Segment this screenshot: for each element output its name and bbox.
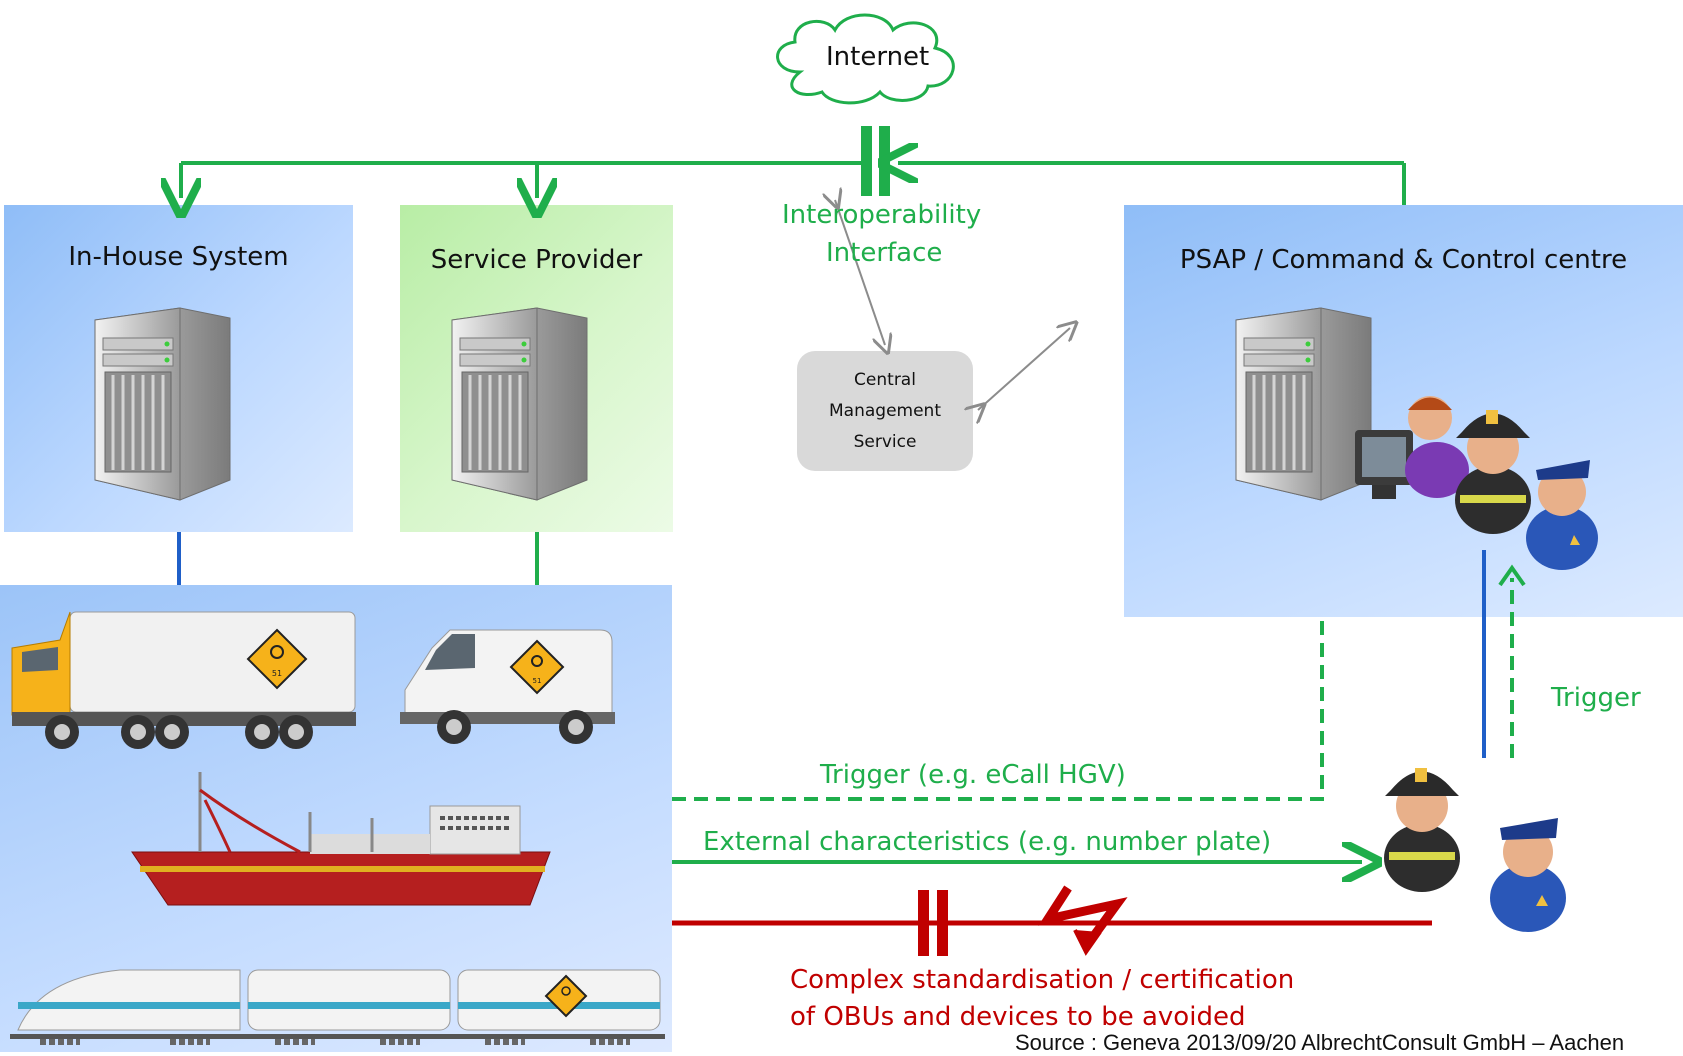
cms-line1: Central: [854, 369, 916, 390]
trigger-uplink-head: [1498, 564, 1526, 587]
trigger-label: Trigger: [1551, 683, 1641, 713]
police-icon: [1526, 460, 1598, 570]
hazard-number: 51: [533, 677, 542, 685]
top-network-lines: [181, 163, 1406, 205]
source-label: Source : Geneva 2013/09/20 AlbrechtConsu…: [1015, 1030, 1625, 1055]
cms-line2: Management: [829, 400, 941, 421]
server-icon: [94, 307, 231, 501]
management-links: [835, 200, 1070, 410]
operator-icon: [1355, 396, 1469, 499]
ship-icon: [131, 772, 551, 906]
interface-label-line2: Interface: [826, 238, 943, 268]
firefighter-icon: [1384, 768, 1460, 892]
van-icon: [400, 629, 615, 744]
inhouse-title: In-House System: [68, 242, 289, 272]
police-icon: [1490, 818, 1566, 932]
central-management-service: Central Management Service: [797, 351, 973, 471]
internet-label: Internet: [826, 42, 930, 72]
complex-label-line1: Complex standardisation / certification: [790, 965, 1295, 995]
psap-title: PSAP / Command & Control centre: [1179, 245, 1628, 275]
hazard-number: 51: [272, 669, 282, 678]
external-label: External characteristics (e.g. number pl…: [703, 827, 1272, 857]
truck-icon: [11, 611, 356, 749]
service-provider-title: Service Provider: [430, 245, 643, 275]
cms-line3: Service: [853, 431, 917, 452]
hazard-icon: [544, 974, 588, 1018]
server-icon: [451, 307, 588, 501]
hazard-icon: 51: [246, 628, 308, 690]
trigger-ecall-line: [672, 617, 1324, 801]
complex-label-line2: of OBUs and devices to be avoided: [790, 1002, 1246, 1032]
firefighter-icon: [1455, 410, 1531, 534]
lightning-icon: [1038, 885, 1128, 956]
interface-label-line1: Interoperability: [782, 200, 982, 230]
interface-barrier: [861, 126, 890, 196]
complex-standardisation-line: [672, 890, 1432, 956]
server-icon: [1235, 307, 1372, 501]
cloud-icon: [776, 13, 955, 105]
train-icon: [10, 969, 665, 1045]
hazard-icon: 51: [509, 639, 565, 695]
trigger-ecall-label: Trigger (e.g. eCall HGV): [820, 760, 1126, 790]
